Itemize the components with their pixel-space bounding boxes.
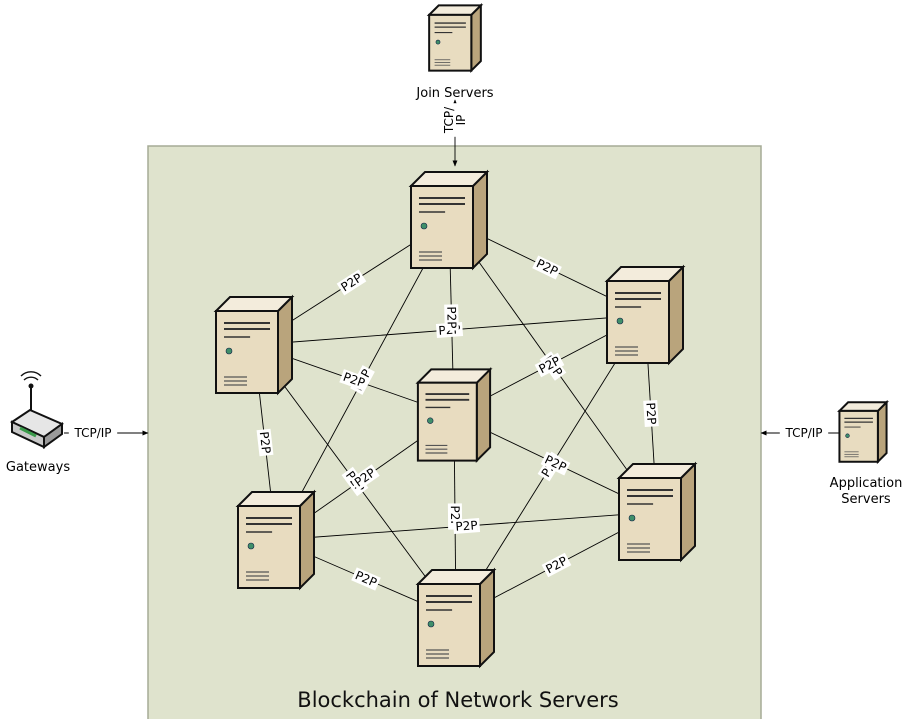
edge-label-13: P2P [643, 399, 659, 428]
server-icon-lower-right [616, 461, 698, 563]
nodes-layer [9, 2, 889, 669]
app-label-line-2: Servers [841, 492, 891, 507]
gateways-label: Gateways [6, 460, 70, 475]
server-icon-lower-left [235, 489, 317, 591]
server-icon-upper-left [213, 294, 295, 396]
server-icon-upper-right [604, 264, 686, 366]
server-icon-center [415, 366, 493, 464]
svg-text:P2P: P2P [341, 370, 366, 391]
edge-label-18: P2P [452, 518, 481, 534]
edge-label-0: TCP/IP [442, 103, 468, 137]
server-icon-app [837, 399, 889, 465]
server-icon-join [426, 2, 484, 74]
panel-title: Blockchain of Network Servers [297, 688, 618, 712]
edge-label-9: P2P [339, 369, 369, 391]
svg-text:IP: IP [454, 115, 468, 126]
app-label-line-1: Application [830, 476, 903, 491]
edge-label-10: P2P [256, 428, 274, 457]
svg-text:TCP/: TCP/ [442, 106, 456, 134]
svg-text:TCP/IP: TCP/IP [73, 426, 111, 440]
join-label: Join Servers [415, 86, 493, 101]
router-icon [9, 371, 65, 449]
svg-text:TCP/IP: TCP/IP [784, 426, 822, 440]
server-icon-top [408, 169, 490, 271]
svg-text:P2P: P2P [444, 306, 459, 328]
edge-label-6: P2P [444, 304, 459, 331]
edge-label-2: TCP/IP [779, 426, 829, 440]
svg-text:P2P: P2P [643, 402, 658, 425]
edge-label-1: TCP/IP [68, 426, 118, 440]
svg-text:P2P: P2P [257, 431, 273, 455]
server-icon-bottom [415, 567, 497, 669]
svg-text:P2P: P2P [455, 518, 478, 534]
